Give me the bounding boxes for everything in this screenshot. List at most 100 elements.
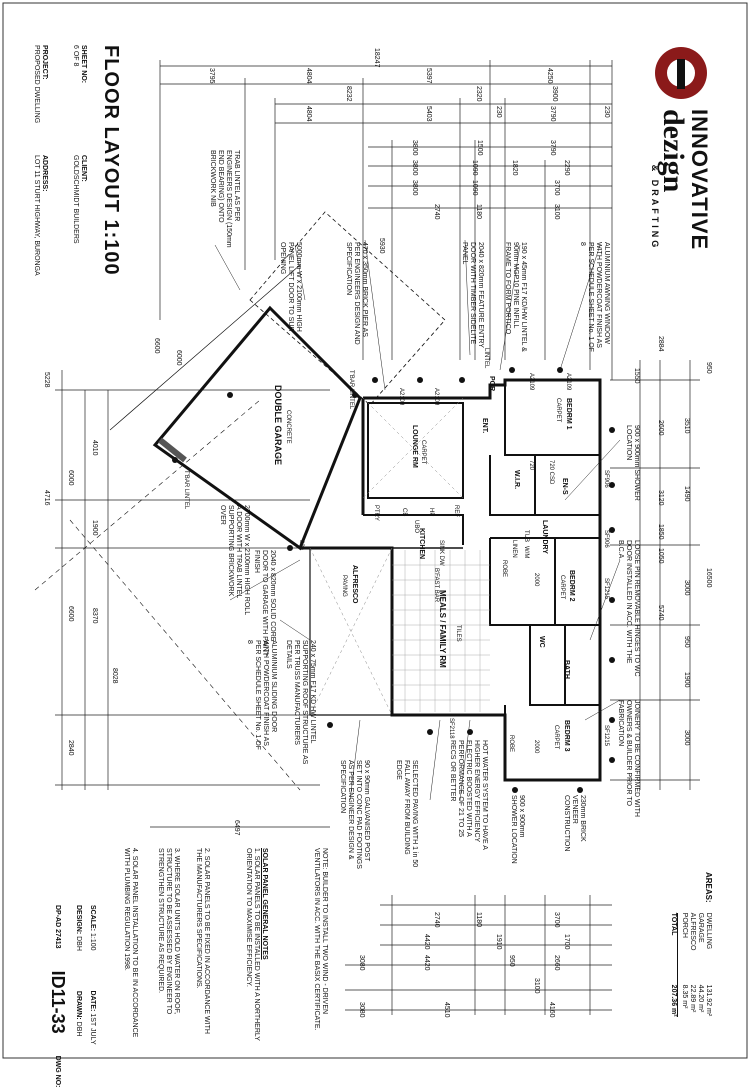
dim-right: 5740: [657, 605, 664, 621]
label-bfast: B'FAST BAR: [433, 568, 439, 603]
dim-right: 950: [683, 636, 690, 648]
room-alfresco-floor: PAVING: [341, 575, 347, 597]
dim-top-row7: 3100: [553, 204, 560, 220]
floor-plan: [2, 2, 748, 1059]
dim-top-row6: 3700: [553, 180, 560, 196]
note-post: 90 x 90mm GALVANISED POST SET INTO CONC …: [339, 760, 370, 869]
room-bath: BATH: [563, 660, 570, 679]
dim-bottom-row5: 3080: [358, 1002, 365, 1018]
note-aluminium-window: ALUMINIUM AWNING WINDOW WITH POWDERCOAT …: [579, 242, 610, 352]
label-sink: SINK DW: [438, 540, 444, 566]
dim-garage: 6600: [153, 338, 160, 354]
size-tag: A2109: [433, 388, 439, 406]
right-dimension-lines: [610, 360, 700, 790]
project-block: PROJECT: PROPOSED DWELLING: [32, 45, 48, 123]
room-meals-floor: TILES: [455, 625, 461, 642]
solar-item: 4. SOLAR PANEL INSTALLATION TO BE IN ACC…: [123, 848, 138, 1038]
room-bedrm3: BEDRM 3: [563, 720, 570, 752]
note-joinery: JOINERY TO BE CONFIRMED WITH OWNERS & BU…: [617, 700, 640, 817]
size-tag: 2000: [533, 573, 539, 587]
dim-bottom-row3: 3080: [358, 955, 365, 971]
dim-bottom-row3: 4420: [423, 955, 430, 971]
dim-right: 3510: [683, 418, 690, 434]
dim-top-row4: 1500: [476, 140, 483, 156]
note-veneer: 230mm BRICK VENEER CONSTRUCTION: [563, 795, 586, 852]
room-bedrm1: BEDRM 1: [565, 398, 572, 430]
note-roll-door: 2700mm W x 2100mm HIGH ROLL A DOOR WITH …: [219, 505, 250, 615]
dim-top-row6: 1090: [471, 180, 478, 196]
dim-left: 6000: [67, 470, 74, 486]
dim-bottom-row3: 950: [508, 955, 515, 967]
dim-left: 6600: [67, 606, 74, 622]
project-label: PROJECT:: [41, 45, 48, 80]
dim-left: 8028: [111, 668, 118, 684]
dim-top-row3: 4804: [305, 106, 312, 122]
footer-block: SCALE: 1:100 DATE: 1ST JULY DESIGN: DBH …: [47, 905, 96, 1088]
dim-bottom-row1: 2740: [433, 912, 440, 928]
room-linen: LINEN: [511, 540, 517, 558]
note-beam: 470 x 350mm BRICK PIER AS PER ENGINEERS …: [345, 242, 368, 345]
project-value: PROPOSED DWELLING: [33, 45, 40, 124]
dim-left: 1900: [91, 520, 98, 536]
dim-right: 3000: [683, 580, 690, 596]
note-trab-lintel: TRAB LINTEL AS PER ENGINEERS DESIGN (150…: [209, 150, 240, 248]
dim-top-row2: 2320: [475, 86, 482, 102]
size-tag: A2109: [398, 388, 404, 406]
label-tbar-bottom: T'BAR LINTEL: [183, 470, 189, 510]
size-tag: SF906: [603, 470, 609, 488]
area-total-value: 207.36 m²: [670, 984, 677, 1017]
area-label: PORCH: [681, 912, 688, 938]
leader-lines: [214, 239, 621, 801]
drawing-number: ID11-33: [48, 970, 68, 1034]
dim-top-row1: 5397: [425, 68, 432, 84]
dim-left: 2840: [67, 740, 74, 756]
dim-bottom-row4: 3100: [533, 978, 540, 994]
note-garage-door: 5000mm W x 2100mm HIGH PANEL LIFT DOOR T…: [279, 242, 302, 333]
note-paving-fall: SELECTED PAVING WITH 1 in 50 FALL AWAY F…: [395, 760, 418, 868]
address-block: ADDRESS: LOT 11 STURT HIGHWAY, BURONGA: [32, 155, 48, 276]
dim-top-row1: 3795: [208, 68, 215, 84]
solar-item: 2. SOLAR PANELS TO BE FIXED IN ACCORDANC…: [195, 848, 210, 1034]
size-tag: SF2118: [448, 718, 454, 739]
title-block: FLOOR LAYOUT 1:100: [99, 45, 122, 276]
areas-heading: AREAS:: [704, 872, 713, 903]
dim-right: 950: [705, 362, 712, 374]
dim-right: 3000: [683, 730, 690, 746]
dim-right: 1900: [683, 672, 690, 688]
room-porch: POR: [488, 376, 495, 392]
drawn-value: DBH: [75, 1021, 82, 1037]
sheet-label: SHEET NO:: [80, 45, 87, 84]
dim-top-row3: 230: [603, 106, 610, 118]
company-logo: INNOVATIVE dezign & DRAFTING: [650, 45, 712, 250]
date-value: 1ST JULY: [89, 1013, 96, 1045]
size-tag: A2109: [565, 373, 571, 391]
note-entry-door: 2040 x 820mm FEATURE ENTRY DOOR WITH TIM…: [461, 242, 484, 348]
dim-right: 2884: [657, 336, 664, 352]
size-tag: 720 CSD: [548, 460, 554, 485]
area-value: 44.20 m²: [697, 984, 704, 1013]
room-pantry: PTRY: [373, 505, 379, 521]
top-dimension-lines: [159, 60, 613, 380]
solar-items-wrap-3: 4. SOLAR PANEL INSTALLATION TO BE IN ACC…: [122, 848, 138, 1048]
room-laundry: LAUNDRY: [541, 520, 548, 554]
design-value: DBH: [75, 936, 82, 951]
dim-bottom-row2: 1910: [495, 934, 502, 950]
dim-top-row2: 8232: [345, 86, 352, 102]
solar-item: 1. SOLAR PANELS TO BE INSTALLED WITH A N…: [245, 848, 260, 1041]
solar-items-wrap: 2. SOLAR PANELS TO BE FIXED IN ACCORDANC…: [194, 848, 210, 1048]
sheet-block: SHEET NO: 6 OF 8: [71, 45, 87, 83]
client-value: GOLDSCHMIDT BUILDERS: [72, 155, 79, 244]
size-tag: 820: [298, 540, 304, 551]
scale-value: 1:100: [89, 933, 96, 951]
dim-bottom-row1: 1180: [475, 912, 482, 928]
address-label: ADDRESS:: [41, 155, 48, 192]
drawn-label: DRAWN:: [75, 990, 82, 1020]
room-robe: ROBE: [501, 560, 507, 578]
design-label: DESIGN:: [75, 905, 82, 935]
size-tag: 720: [528, 460, 534, 471]
dim-top-row5: 3800: [411, 160, 418, 176]
ventilator-note: NOTE: BUILDER TO INSTALL TWO WIND - DRIV…: [313, 848, 328, 1031]
dim-top-row6: 3800: [411, 180, 418, 196]
dim-top-row2: 3900: [551, 86, 558, 102]
